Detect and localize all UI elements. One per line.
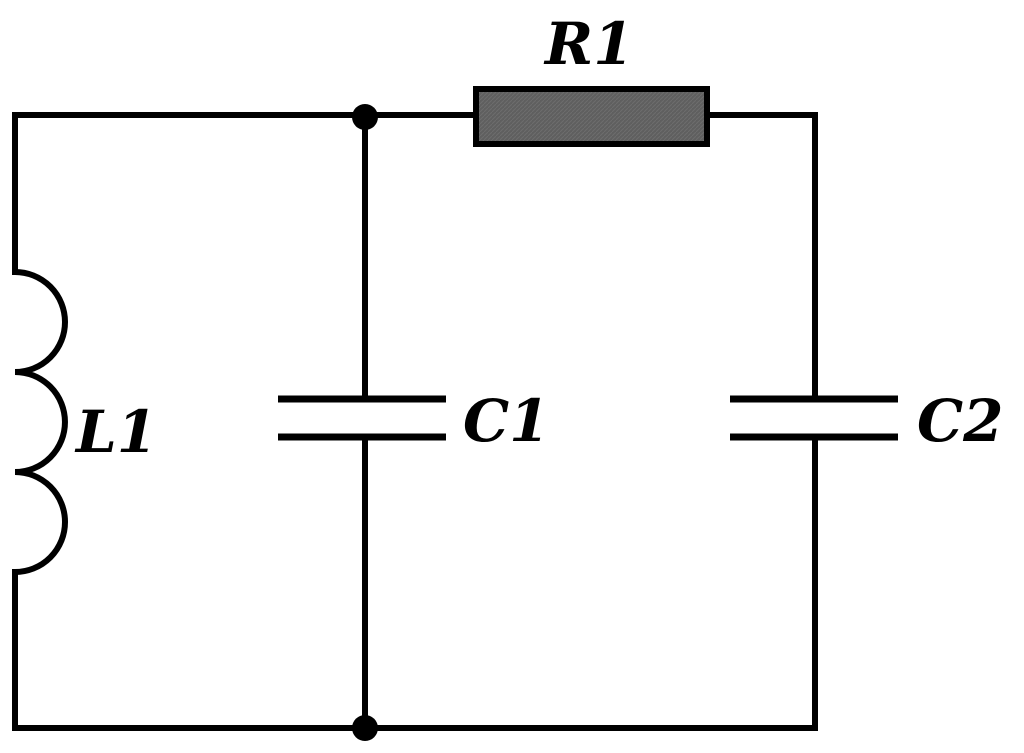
- junction-dot-top: [352, 104, 378, 130]
- junction-dot-bottom: [352, 715, 378, 741]
- inductor-coil: [14, 269, 68, 575]
- top-right-wire: [362, 112, 818, 402]
- resistor-label: R1: [543, 10, 634, 78]
- inductor-label: L1: [74, 398, 157, 466]
- capacitor-1-label: C1: [463, 387, 550, 455]
- resistor-body: [473, 86, 710, 147]
- left-branch-wire: [12, 112, 368, 731]
- capacitor-2-label: C2: [917, 387, 1004, 455]
- bottom-right-wire: [362, 434, 818, 731]
